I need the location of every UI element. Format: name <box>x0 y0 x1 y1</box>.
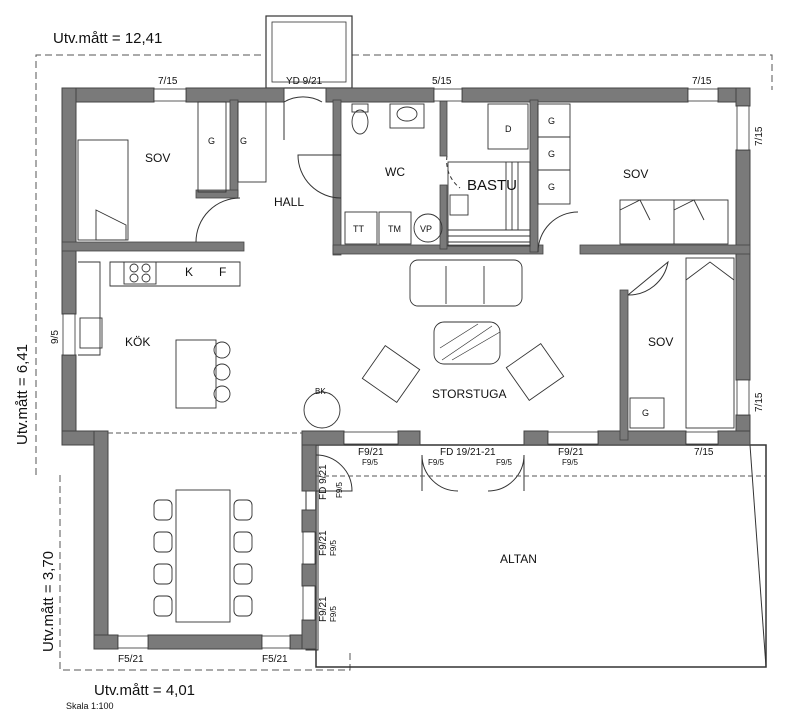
window-label: F9/5 <box>335 481 344 498</box>
kitchen-fixtures <box>78 261 241 409</box>
room-label-storstuga: STORSTUGA <box>432 387 506 401</box>
window-label: F9/5 <box>496 458 513 467</box>
dryer-label: D <box>505 124 512 134</box>
window-label: 7/15 <box>754 392 765 412</box>
window-label: F9/21 <box>558 447 584 458</box>
wardrobe-label: G <box>548 116 555 126</box>
water-heater-label: VP <box>420 224 432 234</box>
bed-sov-ne <box>537 103 729 245</box>
altan-deck <box>315 444 767 668</box>
dimension-left-lower: Utv.mått = 3,70 <box>40 550 57 652</box>
scale-label: Skala 1:100 <box>66 701 114 711</box>
dimension-top: Utv.mått = 12,41 <box>53 30 163 47</box>
window-label: 7/15 <box>694 447 714 458</box>
patio-door-label: FD 9/21 <box>318 464 329 500</box>
fireplace-label: BK <box>315 387 326 396</box>
sauna-benches <box>447 161 531 247</box>
room-label-altan: ALTAN <box>500 552 537 566</box>
room-label-hall: HALL <box>274 195 304 209</box>
window-label: F5/21 <box>118 654 144 665</box>
fridge-label: K <box>185 265 193 279</box>
wardrobe-label: G <box>642 408 649 418</box>
interior-walls <box>61 99 751 441</box>
wardrobe-label: G <box>548 182 555 192</box>
window-label: 7/15 <box>158 76 178 87</box>
entrance-porch <box>265 15 353 89</box>
window-label: 5/15 <box>432 76 452 87</box>
room-label-sov-e: SOV <box>648 335 673 349</box>
room-label-sov-nw: SOV <box>145 151 170 165</box>
wardrobe-label: G <box>548 149 555 159</box>
window-label: 7/15 <box>692 76 712 87</box>
living-furniture <box>303 259 565 429</box>
window-label: F9/5 <box>329 605 338 622</box>
room-label-sov-ne: SOV <box>623 167 648 181</box>
window-label: F9/5 <box>362 458 379 467</box>
dining-set <box>153 489 253 623</box>
window-label: F9/5 <box>329 539 338 556</box>
window-label: F5/21 <box>262 654 288 665</box>
entrance-door-label: YD 9/21 <box>286 76 323 87</box>
room-label-kok: KÖK <box>125 335 150 349</box>
altan-edge <box>749 444 767 668</box>
room-label-wc: WC <box>385 165 405 179</box>
window-label: F9/5 <box>562 458 579 467</box>
wc-fixtures <box>344 103 529 245</box>
window-label: 9/5 <box>50 330 61 344</box>
washing-machine-label: TM <box>388 224 401 234</box>
room-label-bastu: BASTU <box>467 177 517 194</box>
window-label: F9/21 <box>318 530 329 556</box>
dimension-outline <box>35 54 773 671</box>
window-label: F9/5 <box>428 458 445 467</box>
dimension-bottom: Utv.mått = 4,01 <box>94 682 196 699</box>
patio-door-label: FD 19/21-21 <box>440 447 496 458</box>
door-swings <box>195 96 669 492</box>
tumble-dryer-label: TT <box>353 224 364 234</box>
bed-sov-nw <box>77 101 267 241</box>
exterior-walls <box>61 87 751 650</box>
bed-sov-e <box>629 257 735 429</box>
wardrobe-label: G <box>208 136 215 146</box>
windows <box>62 88 750 649</box>
window-label: F9/21 <box>318 596 329 622</box>
dimension-left-upper: Utv.mått = 6,41 <box>14 343 31 445</box>
freezer-label: F <box>219 265 226 279</box>
window-label: 7/15 <box>754 126 765 146</box>
window-label: F9/21 <box>358 447 384 458</box>
wardrobe-label: G <box>240 136 247 146</box>
